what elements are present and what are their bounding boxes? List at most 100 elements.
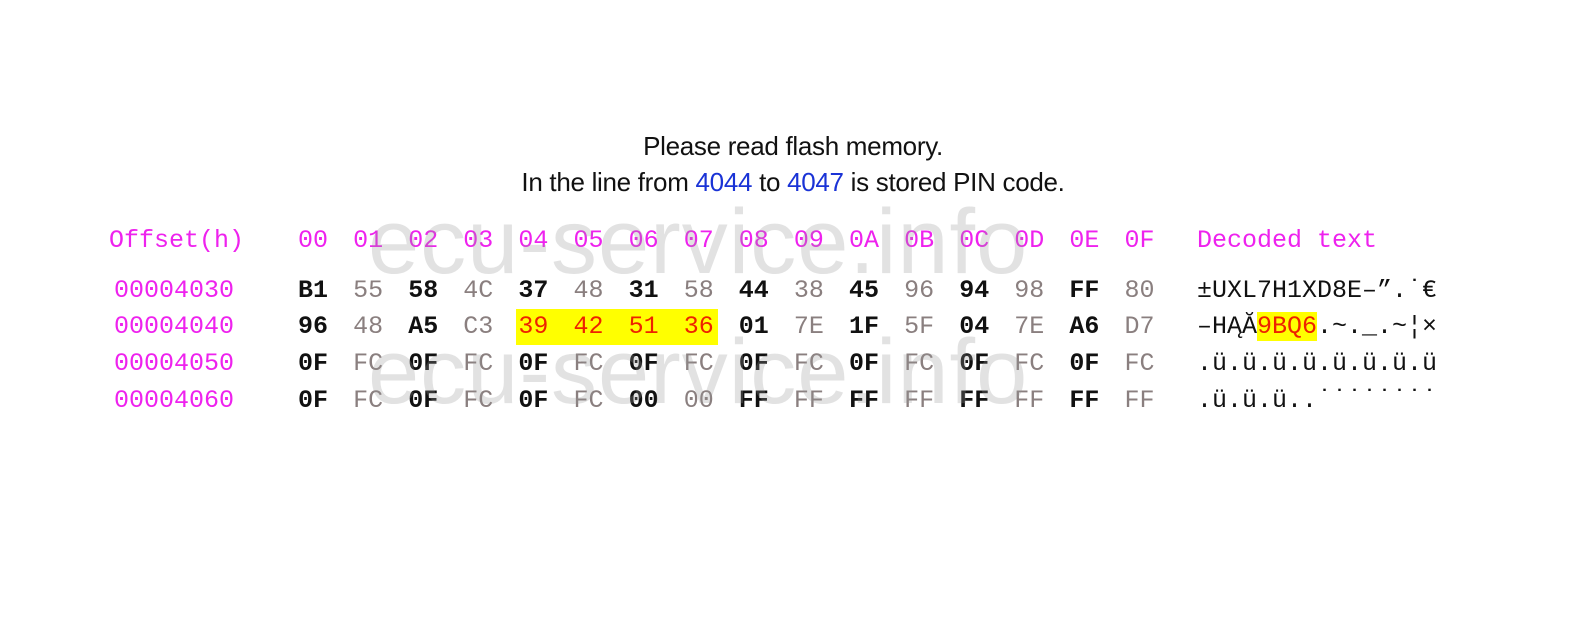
hex-byte[interactable]: A6 (1069, 312, 1100, 341)
hex-byte[interactable]: FC (353, 349, 384, 378)
hex-byte[interactable]: 0F (518, 386, 549, 415)
hex-byte[interactable]: FC (573, 349, 604, 378)
pin-start-address: 4044 (695, 167, 753, 197)
column-header: 02 (408, 226, 439, 255)
column-header: 0B (904, 226, 935, 255)
pin-byte[interactable]: 42 (573, 312, 604, 341)
pin-end-address: 4047 (787, 167, 844, 197)
hex-byte[interactable]: C3 (463, 312, 494, 341)
hex-byte[interactable]: 0F (298, 349, 329, 378)
instruction-text: is stored PIN code. (843, 167, 1065, 197)
hex-byte[interactable]: 01 (738, 312, 769, 341)
hex-byte[interactable]: 44 (738, 276, 769, 305)
hex-byte[interactable]: 0F (628, 349, 659, 378)
decoded-text: ±UXL7H1XD8E–”.˙€ (1197, 276, 1437, 305)
row-offset: 00004030 (114, 276, 235, 305)
hex-byte[interactable]: 48 (573, 276, 604, 305)
hex-byte[interactable]: 96 (904, 276, 935, 305)
column-header: 07 (683, 226, 714, 255)
hex-byte[interactable]: 7E (793, 312, 824, 341)
hex-byte[interactable]: FC (1014, 349, 1045, 378)
decoded-text-part: –HĄĂ (1197, 312, 1258, 341)
hex-byte[interactable]: 7E (1014, 312, 1045, 341)
hex-byte[interactable]: 37 (518, 276, 549, 305)
pin-byte[interactable]: 36 (683, 312, 714, 341)
hex-byte[interactable]: 58 (408, 276, 439, 305)
hex-byte[interactable]: FF (1069, 386, 1100, 415)
hex-byte[interactable]: A5 (408, 312, 439, 341)
decoded-text: .ü.ü.ü.ü.ü.ü.ü.ü (1197, 349, 1437, 378)
hex-byte[interactable]: FC (573, 386, 604, 415)
hex-byte[interactable]: FC (463, 349, 494, 378)
hex-byte[interactable]: FC (683, 349, 714, 378)
hex-byte[interactable]: 31 (628, 276, 659, 305)
hex-byte[interactable]: FF (1014, 386, 1045, 415)
hex-byte[interactable]: FF (1124, 386, 1155, 415)
hex-byte[interactable]: 04 (959, 312, 990, 341)
column-header: 0C (959, 226, 990, 255)
instruction-line-1: Please read flash memory. (643, 131, 943, 161)
column-header: 0F (1124, 226, 1155, 255)
hex-byte[interactable]: FC (1124, 349, 1155, 378)
hex-byte[interactable]: 38 (793, 276, 824, 305)
hex-byte[interactable]: 00 (683, 386, 714, 415)
decoded-text-part: ±UXL7H1XD8E–”.˙€ (1197, 276, 1438, 305)
decoded-pin: 9BQ6 (1257, 312, 1318, 341)
hex-byte[interactable]: 0F (408, 349, 439, 378)
column-header: 06 (628, 226, 659, 255)
pin-byte[interactable]: 39 (518, 312, 549, 341)
decoded-text-part: .ü.ü.ü..˙˙˙˙˙˙˙˙ (1197, 386, 1438, 415)
instruction-text: In the line from (521, 167, 696, 197)
row-offset: 00004060 (114, 386, 235, 415)
hex-byte[interactable]: 55 (353, 276, 384, 305)
hex-byte[interactable]: FF (849, 386, 880, 415)
hex-byte[interactable]: D7 (1124, 312, 1155, 341)
hex-byte[interactable]: 4C (463, 276, 494, 305)
hex-byte[interactable]: 45 (849, 276, 880, 305)
hex-byte[interactable]: 48 (353, 312, 384, 341)
hex-byte[interactable]: 80 (1124, 276, 1155, 305)
hex-byte[interactable]: B1 (298, 276, 329, 305)
column-header: 08 (738, 226, 769, 255)
pin-highlight (516, 309, 718, 345)
hex-byte[interactable]: 00 (628, 386, 659, 415)
hex-byte[interactable]: 0F (518, 349, 549, 378)
decoded-text-part: .~._.~¦× (1317, 312, 1438, 341)
column-header: 0A (849, 226, 880, 255)
hex-byte[interactable]: 58 (683, 276, 714, 305)
pin-byte[interactable]: 51 (628, 312, 659, 341)
column-header: 01 (353, 226, 384, 255)
column-header: 05 (573, 226, 604, 255)
column-header: 04 (518, 226, 549, 255)
column-header: 09 (793, 226, 824, 255)
hex-byte[interactable]: FC (793, 349, 824, 378)
hex-byte[interactable]: 0F (1069, 349, 1100, 378)
hex-byte[interactable]: 5F (904, 312, 935, 341)
hex-byte[interactable]: 96 (298, 312, 329, 341)
decoded-text: –HĄĂ9BQ6.~._.~¦× (1197, 312, 1437, 341)
hex-byte[interactable]: FF (738, 386, 769, 415)
hex-byte[interactable]: FF (904, 386, 935, 415)
hex-byte[interactable]: FC (353, 386, 384, 415)
row-offset: 00004040 (114, 312, 235, 341)
hex-byte[interactable]: 0F (408, 386, 439, 415)
offset-header: Offset(h) (109, 226, 245, 255)
decoded-text-part: .ü.ü.ü.ü.ü.ü.ü.ü (1197, 349, 1438, 378)
hex-byte[interactable]: 94 (959, 276, 990, 305)
hex-byte[interactable]: FC (904, 349, 935, 378)
column-header: 03 (463, 226, 494, 255)
hex-byte[interactable]: FF (959, 386, 990, 415)
hex-byte[interactable]: FF (793, 386, 824, 415)
hex-byte[interactable]: 0F (298, 386, 329, 415)
hex-byte[interactable]: 0F (738, 349, 769, 378)
decoded-header: Decoded text (1197, 226, 1378, 255)
hex-byte[interactable]: 98 (1014, 276, 1045, 305)
hex-byte[interactable]: FF (1069, 276, 1100, 305)
hex-byte[interactable]: 0F (849, 349, 880, 378)
instruction-text: to (752, 167, 788, 197)
column-header: 00 (298, 226, 329, 255)
hex-byte[interactable]: FC (463, 386, 494, 415)
column-header: 0D (1014, 226, 1045, 255)
hex-byte[interactable]: 0F (959, 349, 990, 378)
hex-byte[interactable]: 1F (849, 312, 880, 341)
